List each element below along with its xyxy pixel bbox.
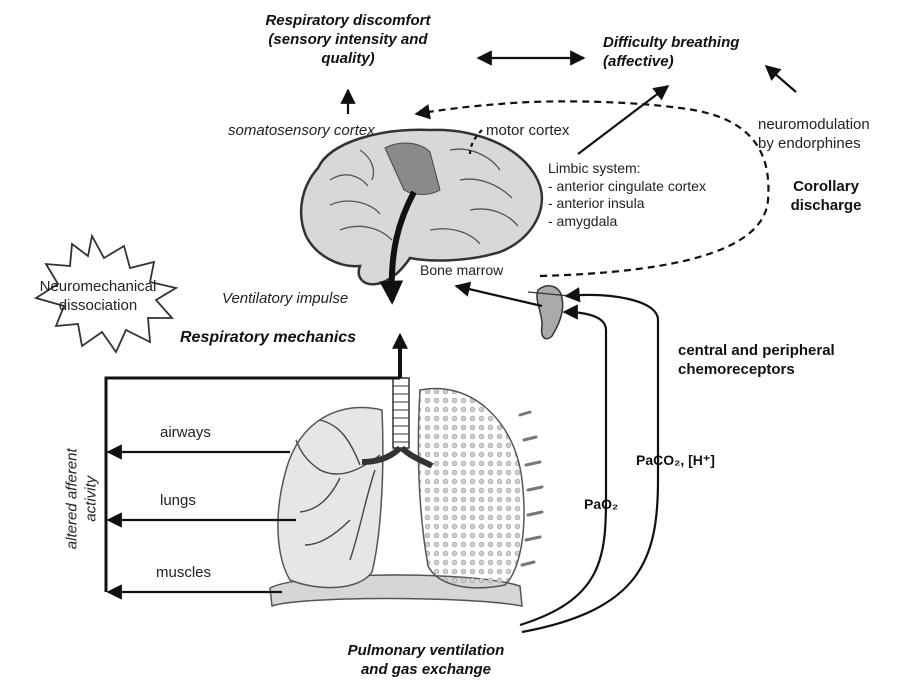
pulmonary-line1: Pulmonary ventilation xyxy=(316,642,536,661)
chemoreceptor-illustration xyxy=(528,286,570,339)
limbic-item-amygdala: - amygdala xyxy=(548,213,706,231)
bone-marrow-label: Bone marrow xyxy=(420,262,503,280)
neuromodulation-label: neuromodulation by endorphines xyxy=(758,116,870,154)
chemoreceptors-line1: central and peripheral xyxy=(678,342,835,361)
neuromechanical-line1: Neuromechanical xyxy=(38,278,158,297)
altered-afferent-label: altered afferent activity xyxy=(63,419,101,579)
paco2-label: PaCO₂, [H⁺] xyxy=(636,452,715,470)
neuromodulation-line2: by endorphines xyxy=(758,135,870,154)
respiratory-discomfort-line1: Respiratory discomfort xyxy=(236,12,460,31)
respiratory-discomfort-line2: (sensory intensity and xyxy=(236,31,460,50)
limbic-item-acc: - anterior cingulate cortex xyxy=(548,178,706,196)
altered-afferent-line1: altered afferent xyxy=(63,419,82,579)
respiratory-discomfort-line3: quality) xyxy=(236,50,460,69)
altered-afferent-line2: activity xyxy=(82,419,101,579)
ventilatory-impulse-label: Ventilatory impulse xyxy=(222,290,348,309)
corollary-line2: discharge xyxy=(778,197,874,216)
neuromechanical-line2: dissociation xyxy=(38,297,158,316)
arrow-neuromodulation xyxy=(766,66,796,92)
limbic-title: Limbic system: xyxy=(548,160,706,178)
limbic-item-insula: - anterior insula xyxy=(548,195,706,213)
neuromodulation-line1: neuromodulation xyxy=(758,116,870,135)
corollary-line1: Corollary xyxy=(778,178,874,197)
corollary-discharge-label: Corollary discharge xyxy=(778,178,874,216)
somatosensory-cortex-label: somatosensory cortex xyxy=(228,122,375,141)
pulmonary-ventilation-label: Pulmonary ventilation and gas exchange xyxy=(316,642,536,680)
lungs-label: lungs xyxy=(160,492,196,511)
limbic-system-label: Limbic system: - anterior cingulate cort… xyxy=(548,160,706,230)
airways-label: airways xyxy=(160,424,211,443)
respiratory-discomfort-title: Respiratory discomfort (sensory intensit… xyxy=(236,12,460,68)
muscles-label: muscles xyxy=(156,564,211,583)
difficulty-breathing-line1: Difficulty breathing xyxy=(603,34,739,53)
motor-cortex-label: motor cortex xyxy=(486,122,569,141)
pulmonary-line2: and gas exchange xyxy=(316,661,536,680)
lungs-illustration xyxy=(270,378,542,606)
arrow-chemo-to-bone-marrow xyxy=(456,286,542,306)
pao2-label: PaO₂ xyxy=(584,496,618,514)
difficulty-breathing-line2: (affective) xyxy=(603,53,739,72)
arrow-pao2 xyxy=(520,312,606,625)
chemoreceptors-line2: chemoreceptors xyxy=(678,361,835,380)
difficulty-breathing-title: Difficulty breathing (affective) xyxy=(603,34,739,72)
chemoreceptors-label: central and peripheral chemoreceptors xyxy=(678,342,835,380)
neuromechanical-dissociation-label: Neuromechanical dissociation xyxy=(38,278,158,316)
respiratory-mechanics-label: Respiratory mechanics xyxy=(180,328,356,348)
arrow-limbic-to-difficulty xyxy=(578,86,668,154)
